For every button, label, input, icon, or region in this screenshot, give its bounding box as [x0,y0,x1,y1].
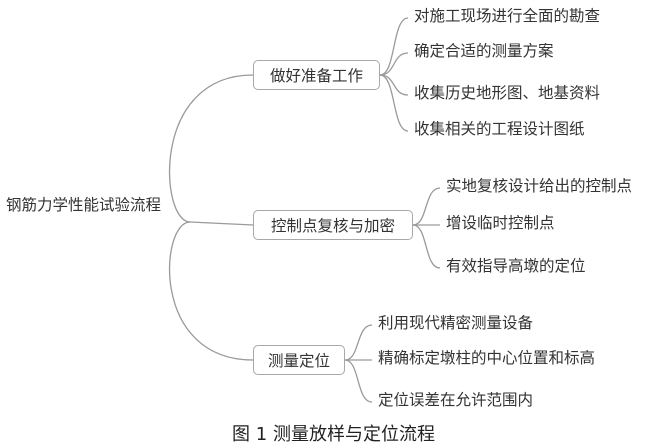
leaf-2-2: 增设临时控制点 [446,214,555,232]
leaf-2-3: 有效指导高墩的定位 [446,257,586,275]
figure-caption: 图 1 测量放样与定位流程 [232,424,435,445]
connector-b3-c3 [344,359,373,403]
leaf-3-1: 利用现代精密测量设备 [378,314,534,332]
connector-root-branch-3 [168,221,254,361]
connector-b1-c4 [379,74,409,132]
leaf-1-3: 收集历史地形图、地基资料 [414,84,601,102]
branch-node-2: 控制点复核与加密 [253,210,413,240]
leaf-3-3: 定位误差在允许范围内 [378,391,534,409]
connector-root-branch-1 [168,74,254,223]
leaf-1-2: 确定合适的测量方案 [414,42,554,60]
connector-b2-c1 [412,187,441,226]
leaf-1-4: 收集相关的工程设计图纸 [414,120,585,138]
leaf-3-2: 精确标定墩柱的中心位置和标高 [378,349,596,367]
connector-b3-c1 [344,324,373,361]
connector-root-branch-2 [189,221,254,226]
root-node: 钢筋力学性能试验流程 [6,196,162,214]
connector-b1-c3 [379,74,409,96]
branch-node-1: 做好准备工作 [253,60,380,90]
leaf-2-1: 实地复核设计给出的控制点 [446,177,633,195]
connector-b1-c2 [379,52,409,76]
connector-b2-c3 [412,224,441,269]
leaf-1-1: 对施工现场进行全面的勘查 [414,7,601,25]
branch-node-3: 测量定位 [253,345,345,375]
connector-b1-c1 [379,17,409,76]
